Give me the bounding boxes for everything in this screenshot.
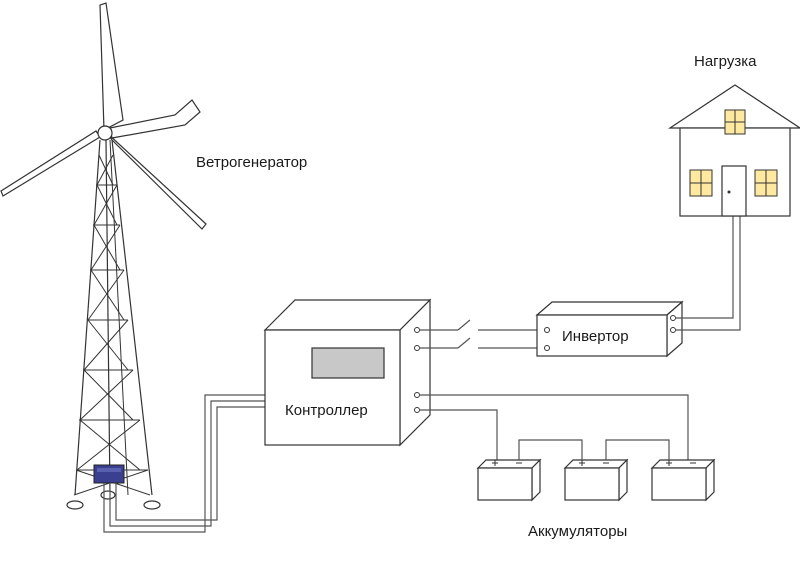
label-controller: Контроллер [285,402,368,419]
inverter-terminal-in-2 [544,345,550,351]
blade-right [107,133,207,230]
controller-inverter-wires [419,319,545,349]
tower-foot-center [100,490,116,500]
blade-left [0,130,101,197]
inverter-terminal-out-1 [670,315,676,321]
inverter: Инвертор [535,300,684,358]
controller-terminal-3 [414,392,420,398]
battery-2 [563,458,629,502]
generator-box-highlight [97,468,121,472]
turbine-tower [73,139,153,496]
inverter-front [536,314,668,357]
generator-controller-cables [103,394,268,533]
battery-link-1-2 [518,439,583,460]
controller-front [264,329,401,446]
controller-terminal-4 [414,407,420,413]
battery-3 [650,458,716,502]
battery-link-2-3 [605,439,670,460]
house-door [721,165,747,217]
tower-foot-right [143,500,161,510]
inverter-terminal-out-2 [670,327,676,333]
controller-terminal-2 [414,345,420,351]
tower-foot-left [66,500,84,510]
label-wind-generator: Ветрогенератор [196,154,307,171]
battery-1 [476,458,542,502]
label-inverter: Инвертор [562,328,629,345]
label-batteries: Аккумуляторы [528,523,627,540]
wind-turbine [0,2,207,510]
generator-junction-box [93,464,125,484]
controller-battery-wires [419,394,689,460]
blade-top [99,2,124,131]
turbine-hub [97,125,113,141]
inverter-terminal-in-1 [544,327,550,333]
controller: Контроллер [263,298,432,447]
controller-display [311,347,385,379]
turbine-blades [0,2,207,230]
house [668,84,800,217]
label-load: Нагрузка [694,53,757,70]
batteries [476,439,716,502]
inverter-house-wires [675,215,741,331]
controller-terminal-1 [414,327,420,333]
house-door-knob [727,190,731,194]
inverter-top [535,301,684,316]
turbine-nacelle-tail [109,99,201,139]
